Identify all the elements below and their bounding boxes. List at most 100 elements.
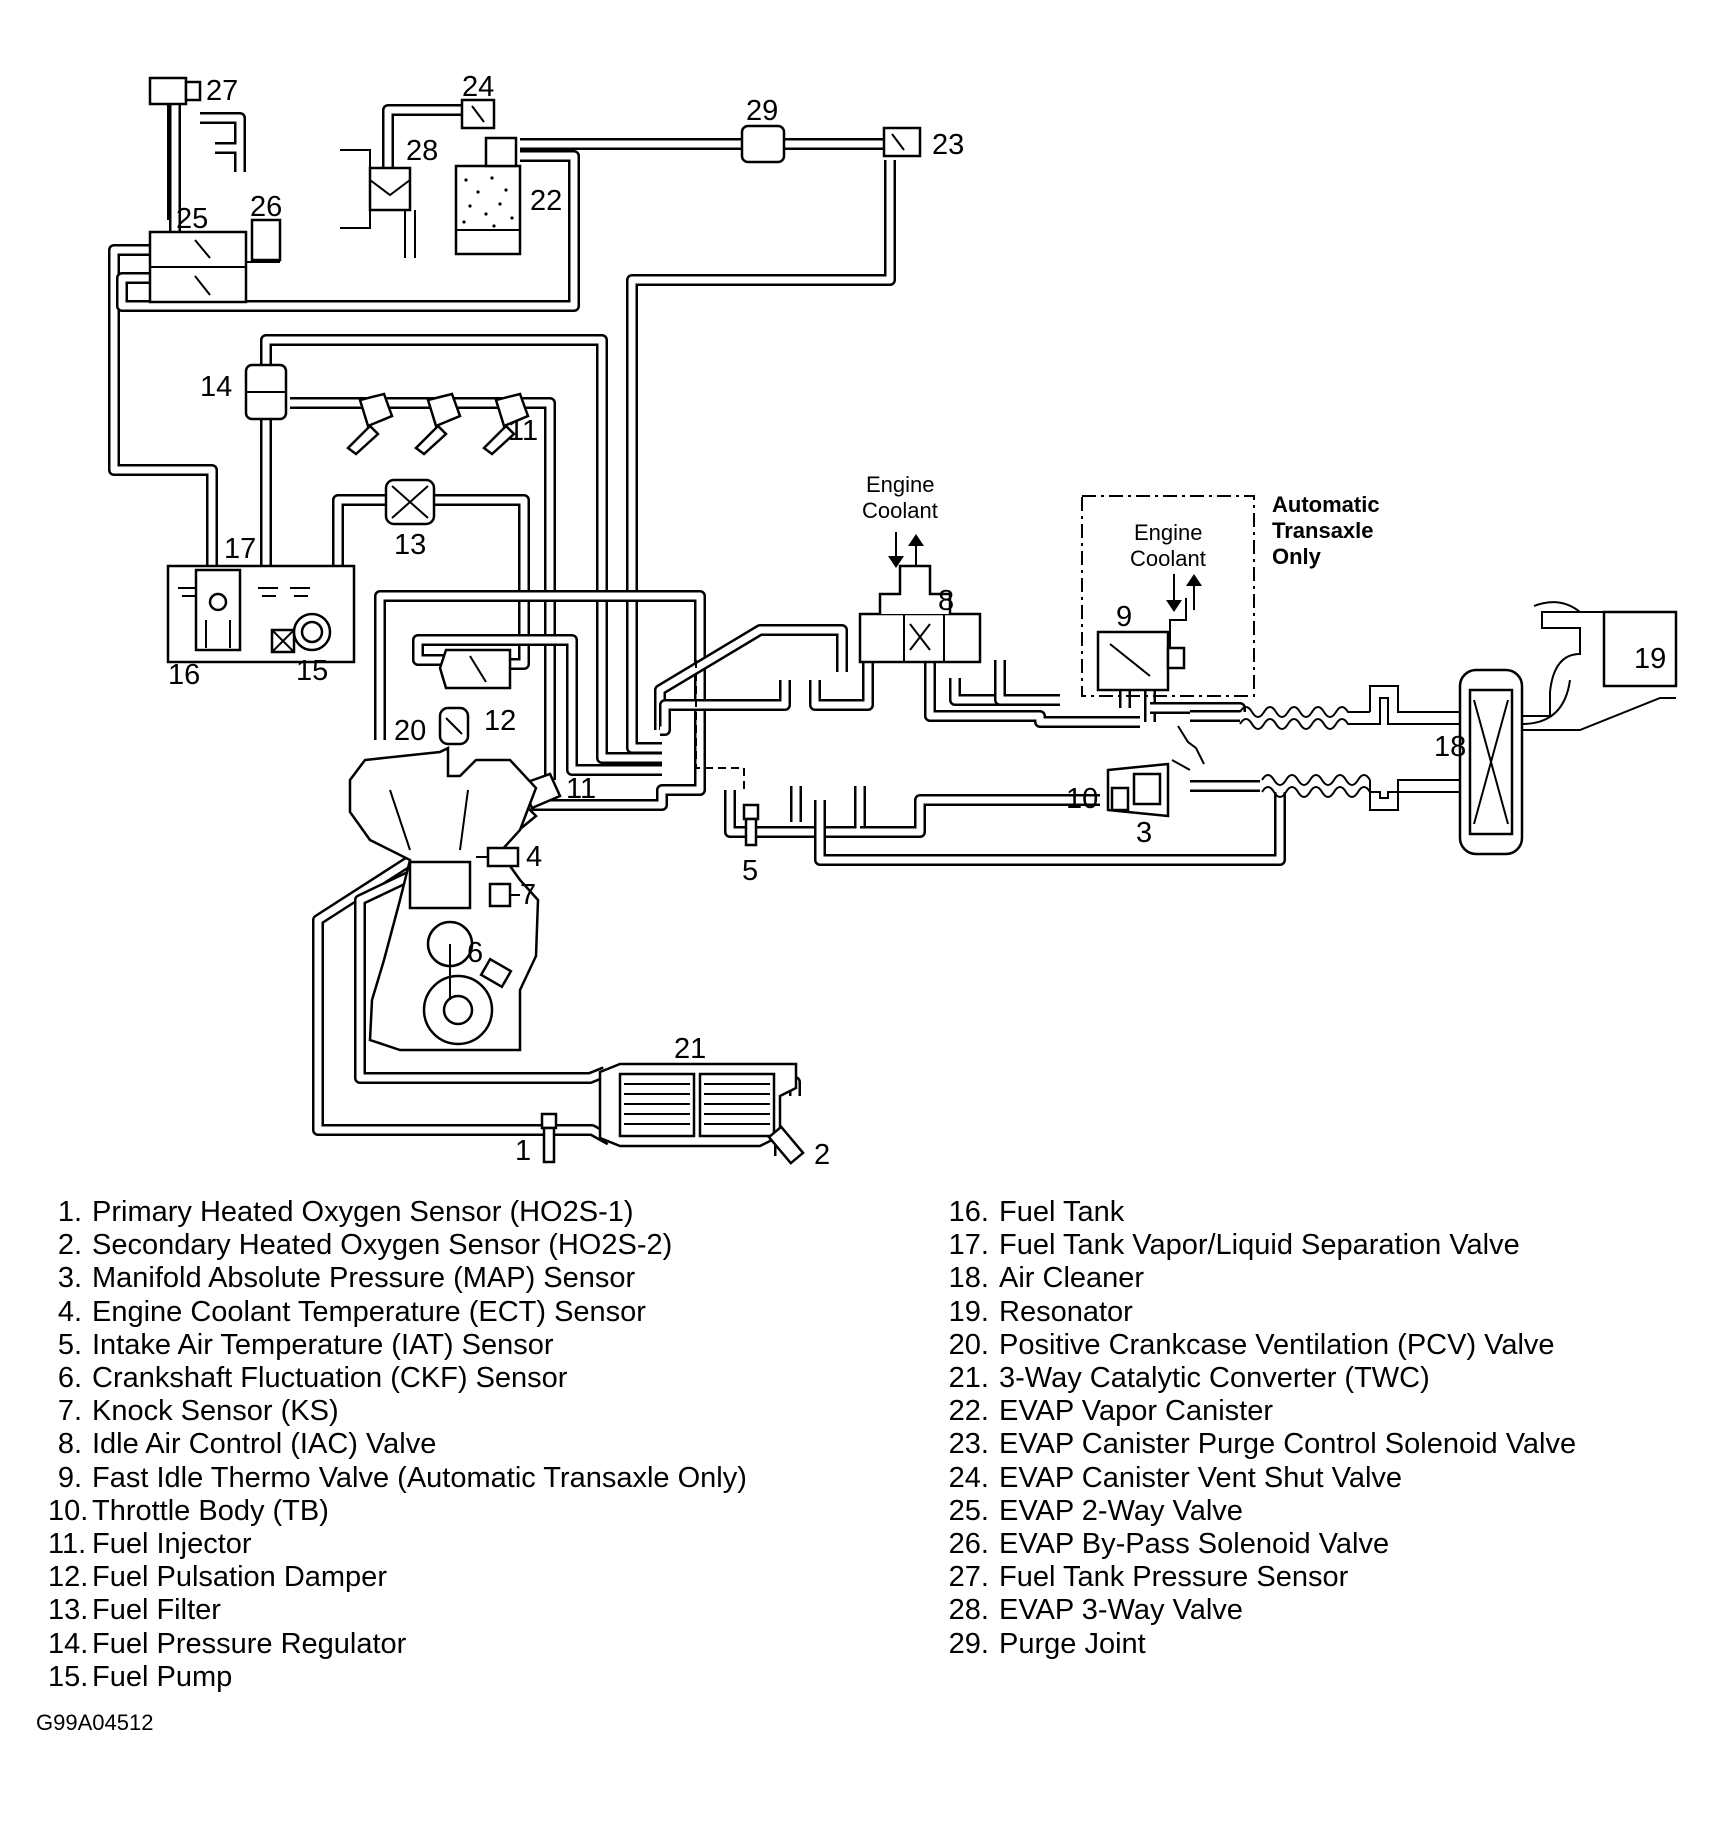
- automatic-transaxle-note-line1: Automatic: [1272, 492, 1380, 517]
- legend-label: Manifold Absolute Pressure (MAP) Sensor: [92, 1262, 636, 1295]
- callout-24: 24: [462, 71, 494, 103]
- legend-number: 28.: [948, 1594, 989, 1627]
- legend-item: 10.Throttle Body (TB): [48, 1495, 747, 1528]
- callout-17: 17: [224, 533, 256, 565]
- legend-item: 5.Intake Air Temperature (IAT) Sensor: [48, 1329, 747, 1362]
- legend-label: EVAP 3-Way Valve: [999, 1594, 1243, 1627]
- legend-number: 13.: [48, 1594, 89, 1627]
- legend-number: 23.: [948, 1428, 989, 1461]
- callout-19: 19: [1634, 643, 1666, 675]
- purge-joint: [740, 124, 786, 164]
- engine-coolant-note-iac-line2: Coolant: [862, 498, 938, 523]
- callout-11-lower: 11: [566, 773, 596, 805]
- legend-item: 4. Engine Coolant Temperature (ECT) Senso…: [48, 1296, 747, 1329]
- vacuum-and-fuel-lines: [108, 100, 1286, 1156]
- automatic-transaxle-box: [1081, 495, 1255, 697]
- evap-bypass-solenoid-valve: [246, 218, 282, 263]
- legend-right-column: 16.Fuel Tank 17.Fuel Tank Vapor/Liquid S…: [945, 1196, 1576, 1661]
- evap-canister-vent-shut-valve: [460, 98, 496, 130]
- legend-item: 13.Fuel Filter: [48, 1594, 747, 1627]
- legend-label: Fuel Pulsation Damper: [92, 1561, 387, 1594]
- legend-label: Primary Heated Oxygen Sensor (HO2S-1): [92, 1196, 634, 1228]
- legend-item: 22.EVAP Vapor Canister: [945, 1395, 1576, 1428]
- legend-number: 26.: [948, 1528, 989, 1561]
- legend-label: Engine Coolant Temperature (ECT) Sensor: [92, 1295, 646, 1328]
- diagram-notes: Engine Coolant Engine Coolant Automatic …: [862, 472, 1380, 571]
- knock-sensor: [488, 882, 520, 908]
- legend-label: Air Cleaner: [999, 1262, 1145, 1295]
- legend-number: 19.: [948, 1295, 989, 1328]
- legend-item: 9.Fast Idle Thermo Valve (Automatic Tran…: [48, 1462, 747, 1495]
- legend-item: 6.Crankshaft Fluctuation (CKF) Sensor: [48, 1362, 747, 1395]
- legend-label: EVAP By-Pass Solenoid Valve: [999, 1528, 1390, 1561]
- ho2s-1-sensor: [540, 1112, 558, 1164]
- legend-label: EVAP Canister Vent Shut Valve: [999, 1461, 1403, 1494]
- callout-9: 9: [1116, 601, 1132, 633]
- legend-number: 1.: [57, 1196, 82, 1228]
- callout-12: 12: [484, 705, 516, 737]
- legend-item: 15.Fuel Pump: [48, 1661, 747, 1694]
- throttle-body-map-sensor: [1106, 759, 1191, 818]
- legend-number: 27.: [948, 1561, 989, 1594]
- legend-item: 20. Positive Crankcase Ventilation (PCV) …: [945, 1329, 1576, 1362]
- callout-22: 22: [530, 185, 562, 217]
- legend-item: 26. EVAP By-Pass Solenoid Valve: [945, 1528, 1576, 1561]
- legend-label: Purge Joint: [999, 1627, 1146, 1660]
- legend-number: 3.: [57, 1262, 82, 1295]
- dashed-line: [695, 660, 745, 792]
- legend-number: 16.: [948, 1196, 989, 1228]
- callout-4: 4: [526, 841, 542, 873]
- callout-6: 6: [467, 937, 483, 969]
- legend-item: 27.Fuel Tank Pressure Sensor: [945, 1561, 1576, 1594]
- fuel-pressure-regulator: [244, 363, 288, 421]
- legend-item: 18. Air Cleaner: [945, 1262, 1576, 1295]
- legend-number: 20.: [948, 1328, 989, 1361]
- legend-item: 3. Manifold Absolute Pressure (MAP) Senso…: [48, 1262, 747, 1295]
- coolant-arrows-iac: [888, 532, 924, 568]
- legend-item: 1. Primary Heated Oxygen Sensor (HO2S-1): [48, 1196, 747, 1229]
- engine-coolant-note-iac-line1: Engine: [866, 472, 935, 497]
- callout-20: 20: [394, 715, 426, 747]
- legend-number: 5.: [57, 1328, 82, 1361]
- legend-item: 19.Resonator: [945, 1296, 1576, 1329]
- ckf-sensor: [479, 957, 513, 989]
- callout-13: 13: [394, 529, 426, 561]
- engine-coolant-note-fitv-line2: Coolant: [1130, 546, 1206, 571]
- callout-25: 25: [176, 203, 208, 235]
- legend-number: 18.: [948, 1262, 989, 1295]
- vapor-liquid-separation-valve: [194, 568, 242, 652]
- fuel-filter: [384, 478, 436, 526]
- automatic-transaxle-note-line3: Only: [1272, 544, 1322, 569]
- callout-2: 2: [814, 1139, 830, 1171]
- legend-label: Fuel Pressure Regulator: [92, 1627, 407, 1660]
- evap-vapor-canister: [454, 136, 522, 256]
- legend-item: 7.Knock Sensor (KS): [48, 1395, 747, 1428]
- fast-idle-thermo-valve: [1096, 598, 1187, 692]
- legend-label: Secondary Heated Oxygen Sensor (HO2S-2): [92, 1229, 673, 1262]
- legend-label: Positive Crankcase Ventilation (PCV) Val…: [999, 1328, 1555, 1361]
- legend-number: 12.: [48, 1561, 89, 1594]
- legend-item: 11.Fuel Injector: [48, 1528, 747, 1561]
- legend-label: EVAP Canister Purge Control Solenoid Val…: [999, 1428, 1577, 1461]
- legend-number: 14.: [48, 1627, 89, 1660]
- legend-number: 25.: [948, 1494, 989, 1527]
- legend-number: 9.: [57, 1461, 82, 1494]
- legend-number: 4.: [57, 1295, 82, 1328]
- figure-code: G99A04512: [36, 1710, 154, 1735]
- callout-29: 29: [746, 95, 778, 127]
- legend-number: 7.: [57, 1395, 82, 1428]
- legend-number: 24.: [948, 1461, 989, 1494]
- callout-5: 5: [742, 855, 758, 887]
- legend-label: Fuel Tank: [999, 1196, 1125, 1228]
- ect-sensor: [476, 846, 520, 868]
- callout-11-upper: 11: [508, 415, 538, 447]
- legend-label: Crankshaft Fluctuation (CKF) Sensor: [92, 1362, 568, 1395]
- legend-label: Fuel Tank Vapor/Liquid Separation Valve: [999, 1229, 1520, 1262]
- legend-label: Throttle Body (TB): [92, 1494, 329, 1527]
- legend-number: 22.: [948, 1395, 989, 1428]
- engine-coolant-note-fitv-line1: Engine: [1134, 520, 1203, 545]
- callout-21: 21: [674, 1033, 706, 1065]
- callout-3: 3: [1136, 817, 1152, 849]
- pcv-valve: [438, 706, 470, 746]
- automatic-transaxle-note-line2: Transaxle: [1272, 518, 1374, 543]
